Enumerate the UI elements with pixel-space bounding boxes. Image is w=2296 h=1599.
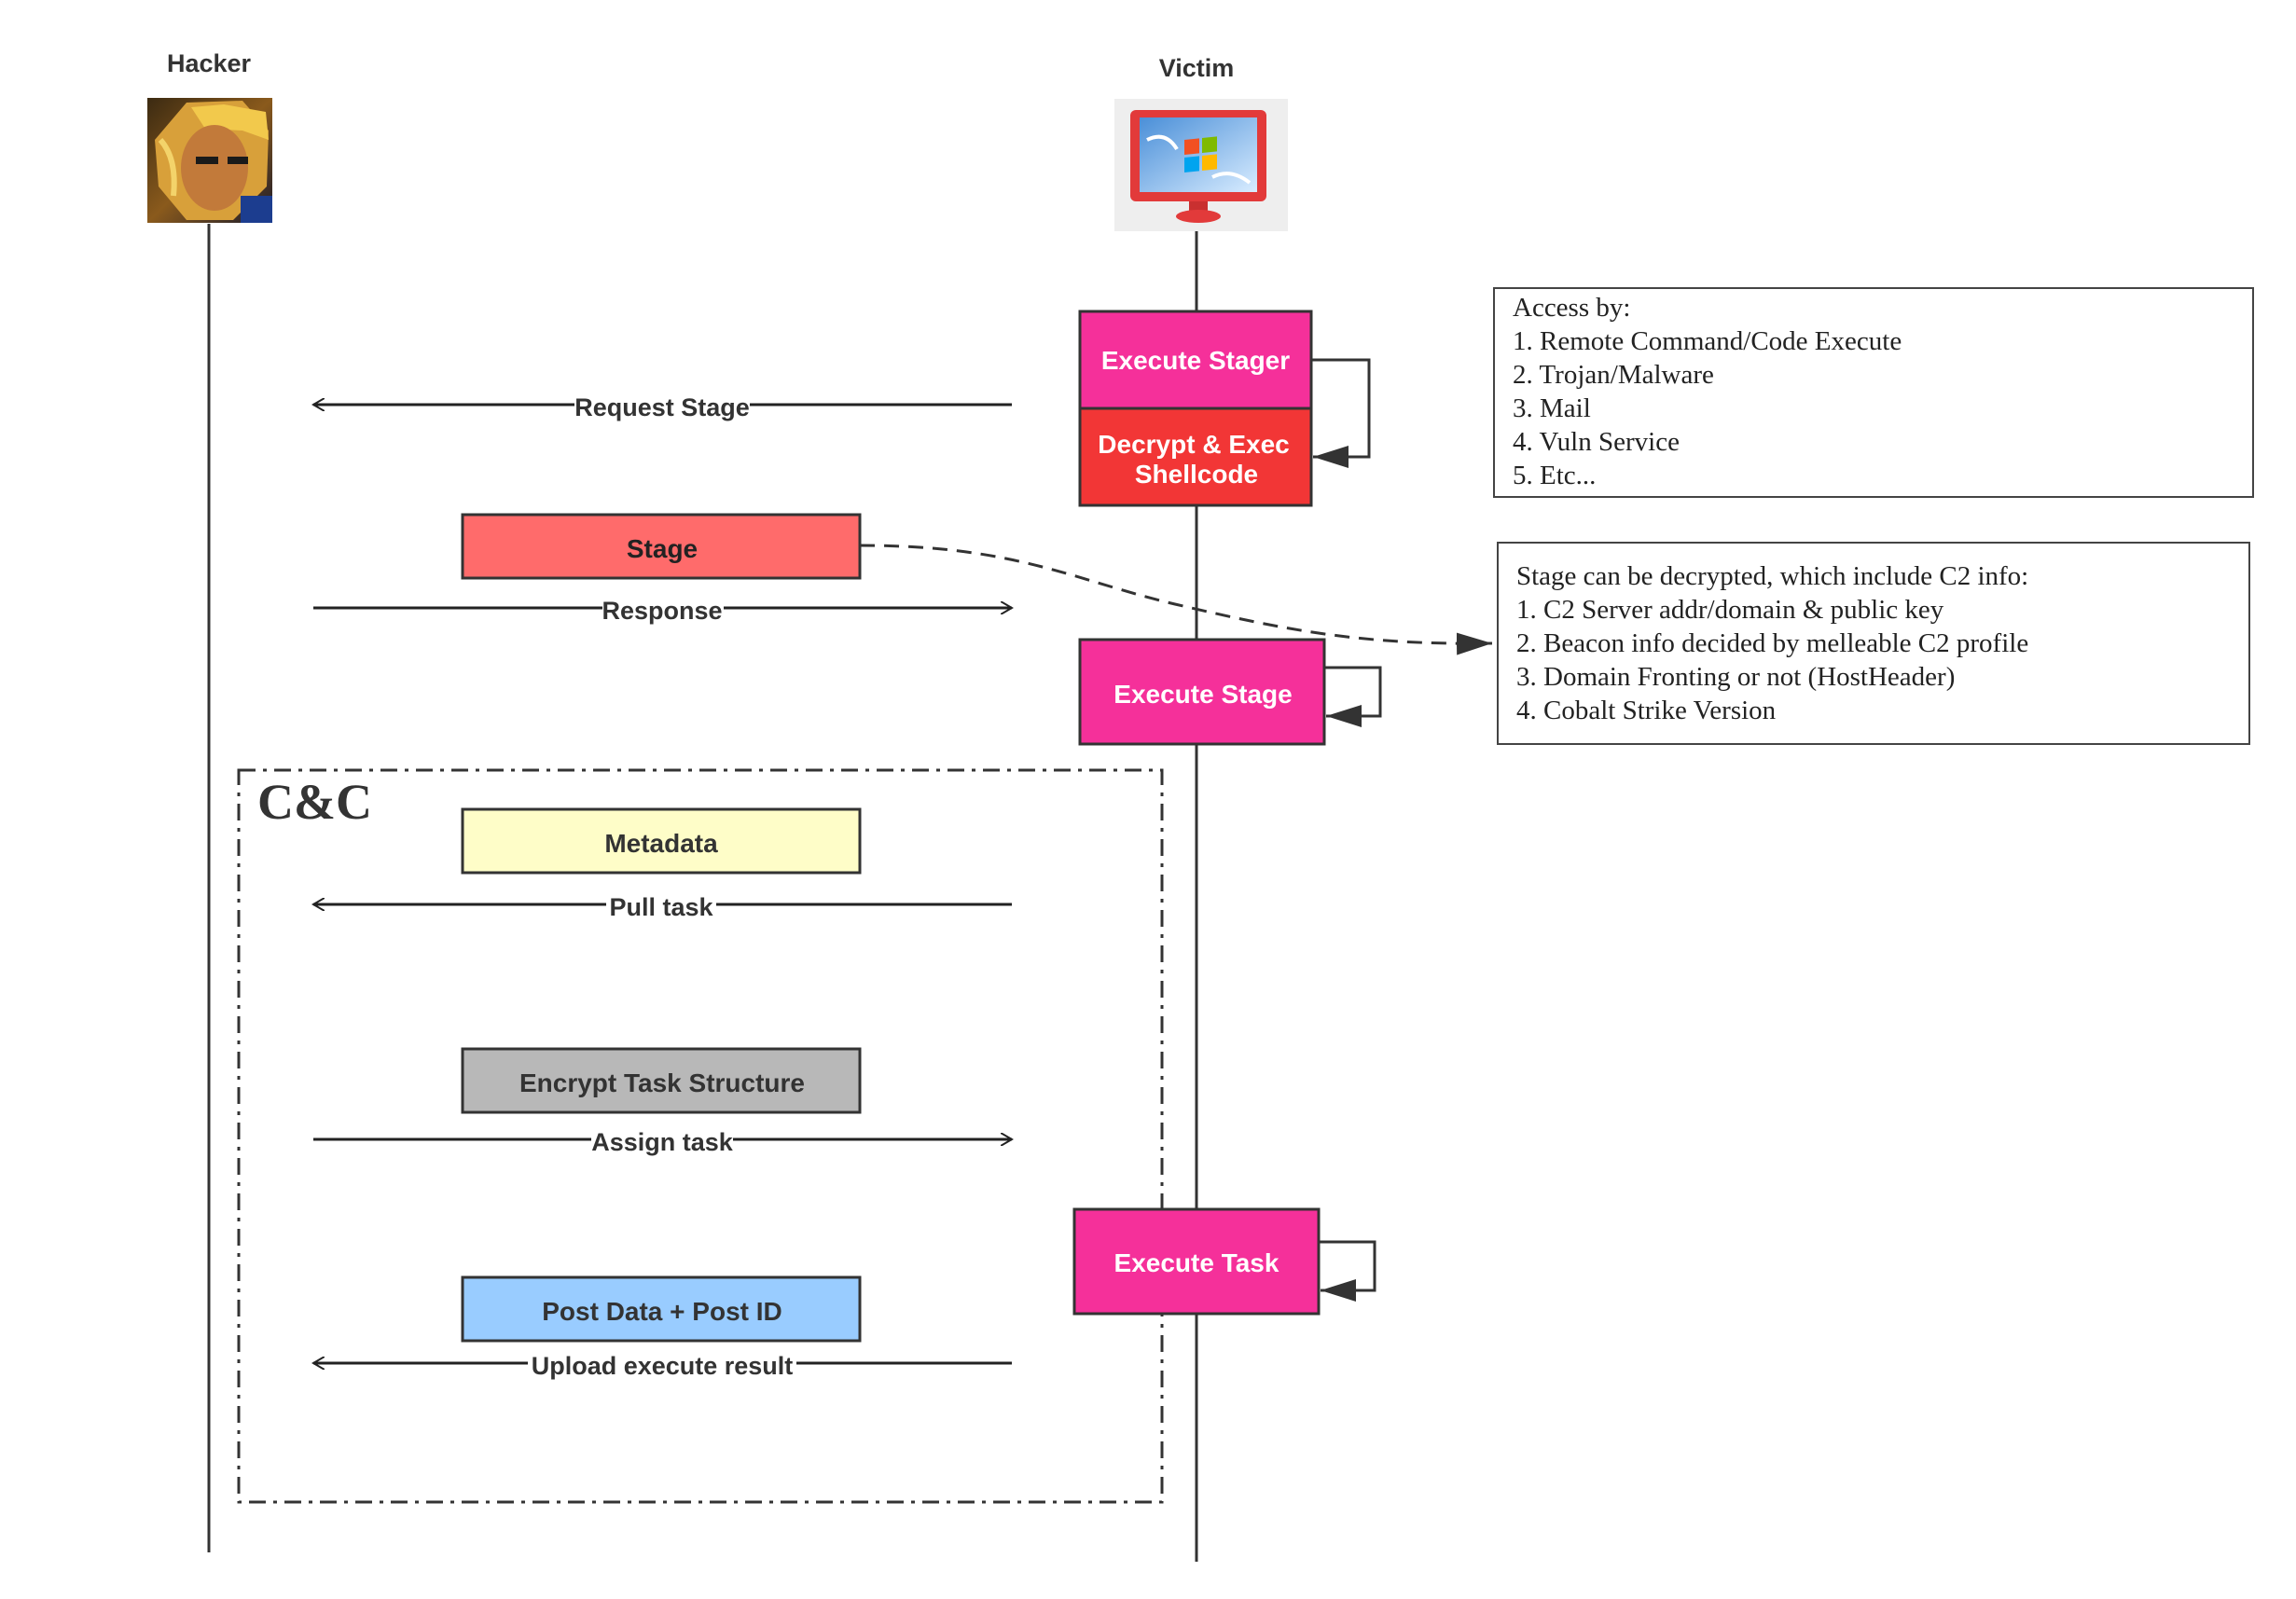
decrypt-exec-box bbox=[1078, 407, 1313, 507]
access-note-item: 5. Etc... bbox=[1513, 461, 1596, 490]
victim-label: Victim bbox=[1159, 54, 1235, 82]
victim-computer-icon bbox=[1114, 99, 1288, 231]
hacker-avatar bbox=[147, 98, 272, 223]
metadata-label: Metadata bbox=[604, 829, 718, 858]
post-data-box bbox=[461, 1275, 862, 1343]
access-note-item: 2. Trojan/Malware bbox=[1513, 360, 1714, 390]
encrypt-task-label: Encrypt Task Structure bbox=[519, 1068, 805, 1097]
response-label: Response bbox=[602, 597, 722, 625]
stage-info-item: 3. Domain Fronting or not (HostHeader) bbox=[1516, 662, 1955, 692]
cc-group-label: C&C bbox=[257, 774, 372, 830]
stage-note-connector bbox=[859, 544, 1493, 655]
decrypt-exec-label-line1: Decrypt & Exec bbox=[1098, 430, 1289, 459]
pull-task-label: Pull task bbox=[609, 893, 713, 921]
access-note-item: 4. Vuln Service bbox=[1513, 427, 1680, 457]
metadata-box bbox=[461, 807, 862, 875]
upload-result-label: Upload execute result bbox=[532, 1352, 794, 1380]
execute-stager-box bbox=[1078, 310, 1313, 410]
stage-info-title: Stage can be decrypted, which include C2… bbox=[1516, 561, 2028, 591]
cc-group-frame bbox=[237, 768, 1164, 1504]
stage-info-item: 1. C2 Server addr/domain & public key bbox=[1516, 595, 1944, 625]
request-stage-label: Request Stage bbox=[574, 393, 750, 421]
decrypt-exec-label-line2: Shellcode bbox=[1135, 460, 1258, 489]
execute-stage-label: Execute Stage bbox=[1113, 680, 1292, 709]
encrypt-task-box bbox=[461, 1047, 862, 1114]
access-note-title: Access by: bbox=[1513, 293, 1630, 323]
stage-info-note-box bbox=[1497, 542, 2250, 745]
execute-task-box bbox=[1072, 1207, 1321, 1316]
execute-task-label: Execute Task bbox=[1114, 1248, 1279, 1277]
execute-stage-box bbox=[1078, 638, 1326, 746]
execute-stage-self-loop bbox=[1324, 666, 1382, 727]
access-note-item: 3. Mail bbox=[1513, 393, 1591, 423]
stage-info-item: 4. Cobalt Strike Version bbox=[1516, 696, 1777, 725]
stager-self-loop bbox=[1311, 358, 1371, 468]
access-note-item: 1. Remote Command/Code Execute bbox=[1513, 326, 1902, 356]
post-data-label: Post Data + Post ID bbox=[542, 1297, 782, 1326]
assign-task-label: Assign task bbox=[591, 1128, 734, 1156]
hacker-label: Hacker bbox=[167, 49, 252, 77]
access-note-box bbox=[1493, 287, 2254, 498]
execute-task-self-loop bbox=[1319, 1240, 1376, 1302]
stage-label: Stage bbox=[627, 534, 698, 563]
stage-info-item: 2. Beacon info decided by melleable C2 p… bbox=[1516, 628, 2028, 658]
execute-stager-label: Execute Stager bbox=[1101, 346, 1290, 375]
